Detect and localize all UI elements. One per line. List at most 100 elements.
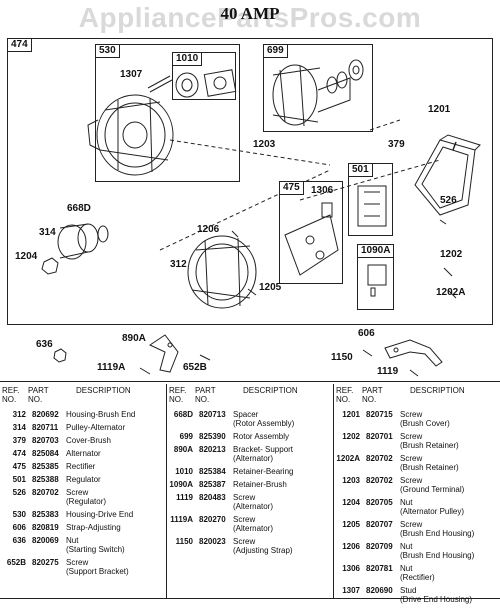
part-ref-number: 501	[12, 475, 26, 484]
group-box-brush-retainer: 1090A	[357, 244, 395, 310]
part-number: 820270	[199, 515, 226, 524]
part-description: Screw	[66, 558, 89, 567]
header-part: PART NO.	[195, 386, 216, 404]
part-description: (Alternator)	[233, 524, 274, 533]
starting-switch-nut-part	[53, 348, 67, 363]
callout-652b: 652B	[183, 362, 207, 373]
part-description: Retainer-Brush	[233, 480, 287, 489]
part-ref-number: 475	[12, 462, 26, 471]
part-number: 820213	[199, 445, 226, 454]
rotor-assembly-part	[272, 59, 364, 127]
part-number: 820705	[366, 498, 393, 507]
part-description: Rotor Assembly	[233, 432, 290, 441]
part-description: Nut	[66, 536, 79, 545]
part-description: (Starting Switch)	[66, 545, 125, 554]
group-box-rotor-assembly: 699	[263, 44, 373, 132]
callout-312: 312	[170, 259, 187, 270]
part-ref-number: 379	[12, 436, 26, 445]
support-bracket-part	[148, 334, 179, 373]
watermark: AppliancePartsPros.com	[78, 2, 422, 33]
part-description: Cover-Brush	[66, 436, 111, 445]
header-description: DESCRIPTION	[76, 386, 131, 395]
part-ref-number: 1090A	[169, 480, 193, 489]
part-description: Strap-Adjusting	[66, 523, 121, 532]
part-ref-number: 606	[12, 523, 26, 532]
callout-1202a: 1202A	[436, 287, 466, 298]
part-ref-number: 636	[12, 536, 26, 545]
callout-1150: 1150	[331, 352, 353, 363]
drive-end-housing-part	[87, 94, 174, 176]
part-description: (Alternator)	[233, 454, 274, 463]
part-description: Screw	[400, 520, 423, 529]
part-description: Nut	[400, 564, 413, 573]
part-description: Screw	[400, 432, 423, 441]
part-description: Regulator	[66, 475, 101, 484]
group-box-alternator: 474	[7, 38, 493, 325]
callout-606: 606	[358, 328, 375, 339]
part-description: Screw	[233, 537, 256, 546]
part-description: (Regulator)	[66, 497, 107, 506]
pulley-part	[57, 223, 99, 260]
part-number: 825387	[199, 480, 226, 489]
header-description: DESCRIPTION	[410, 386, 465, 395]
part-ref-number: 1150	[175, 537, 193, 546]
part-description: Screw	[400, 476, 423, 485]
exploded-diagram	[41, 59, 481, 377]
part-description: Nut	[400, 498, 413, 507]
brush-end-housing-part	[187, 235, 257, 309]
callout-1203: 1203	[253, 139, 276, 150]
callout-314: 314	[39, 227, 56, 238]
part-description: (Alternator)	[233, 502, 274, 511]
group-label-brush-retainer: 1090A	[357, 244, 395, 258]
part-number: 820713	[199, 410, 226, 419]
part-description: Retainer-Bearing	[233, 467, 294, 476]
part-number: 825084	[32, 449, 59, 458]
part-ref-number: 1202	[342, 432, 360, 441]
part-description: (Rotor Assembly)	[233, 419, 295, 428]
group-label-alternator: 474	[7, 38, 32, 52]
brush-cover-part	[414, 134, 481, 216]
part-description: Spacer	[233, 410, 259, 419]
part-number: 820690	[366, 586, 393, 595]
callout-379: 379	[388, 139, 405, 150]
group-label-bearing-retainer: 1010	[172, 52, 203, 66]
callout-1206: 1206	[197, 224, 220, 235]
part-ref-number: 1010	[175, 467, 193, 476]
group-box-rectifier: 475	[279, 181, 343, 284]
callout-1205: 1205	[259, 282, 282, 293]
part-description: (Brush Cover)	[400, 419, 450, 428]
part-description: Housing-Brush End	[66, 410, 136, 419]
part-number: 820701	[366, 432, 393, 441]
part-description: (Brush End Housing)	[400, 551, 475, 560]
part-number: 820483	[199, 493, 226, 502]
brush-retainer-part	[367, 264, 387, 286]
part-description: (Ground Terminal)	[400, 485, 465, 494]
group-box-drive-end-housing: 530	[95, 44, 240, 182]
part-number: 825390	[199, 432, 226, 441]
header-part: PART NO.	[28, 386, 49, 404]
group-label-rectifier: 475	[279, 181, 304, 195]
callout-1307: 1307	[120, 69, 143, 80]
part-description: Pulley-Alternator	[66, 423, 126, 432]
callout-1201: 1201	[428, 104, 451, 115]
part-number: 820715	[366, 410, 393, 419]
part-description: Screw	[233, 493, 256, 502]
part-ref-number: 1204	[342, 498, 360, 507]
